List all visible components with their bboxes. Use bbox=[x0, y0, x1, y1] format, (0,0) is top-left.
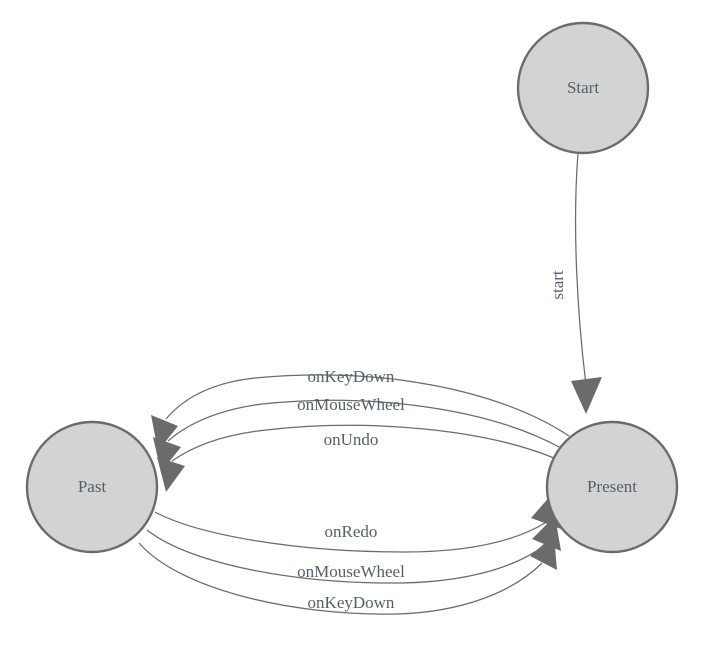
node-present-circle bbox=[545, 420, 679, 554]
node-past[interactable]: Past bbox=[25, 420, 159, 554]
edge-present-past-3[interactable]: onUndo bbox=[157, 424, 555, 492]
edge-past-present-3[interactable]: onKeyDown bbox=[138, 535, 557, 615]
edge-present-past-2-path bbox=[167, 399, 562, 449]
edge-past-present-3-label: onKeyDown bbox=[308, 593, 395, 612]
edge-start-present-label: start bbox=[548, 270, 567, 300]
edge-past-present-2-path bbox=[146, 529, 546, 584]
edge-present-past-3-path bbox=[171, 424, 555, 462]
node-start-circle bbox=[516, 21, 650, 155]
edge-present-past-3-label: onUndo bbox=[324, 430, 379, 449]
edge-start-present-path bbox=[574, 152, 587, 386]
edge-present-past-1-path bbox=[165, 374, 570, 437]
node-start[interactable]: Start bbox=[516, 21, 650, 155]
node-past-circle bbox=[25, 420, 159, 554]
edge-present-past-1-label: onKeyDown bbox=[308, 367, 395, 386]
edge-past-present-1[interactable]: onRedo bbox=[154, 494, 561, 553]
edge-present-past-3-arrowhead bbox=[157, 457, 185, 492]
edge-past-present-3-arrowhead bbox=[530, 535, 557, 570]
edge-start-present[interactable]: start bbox=[548, 152, 602, 414]
edge-past-present-1-label: onRedo bbox=[325, 522, 378, 541]
node-past-label: Past bbox=[78, 477, 107, 496]
node-start-label: Start bbox=[567, 78, 599, 97]
node-present-label: Present bbox=[587, 477, 637, 496]
edge-past-present-2-label: onMouseWheel bbox=[297, 562, 405, 581]
edge-present-past-2-label: onMouseWheel bbox=[297, 395, 405, 414]
node-present[interactable]: Present bbox=[545, 420, 679, 554]
edge-past-present-1-path bbox=[154, 511, 546, 553]
edge-start-present-arrowhead bbox=[571, 377, 602, 414]
edge-past-present-3-path bbox=[138, 542, 543, 615]
